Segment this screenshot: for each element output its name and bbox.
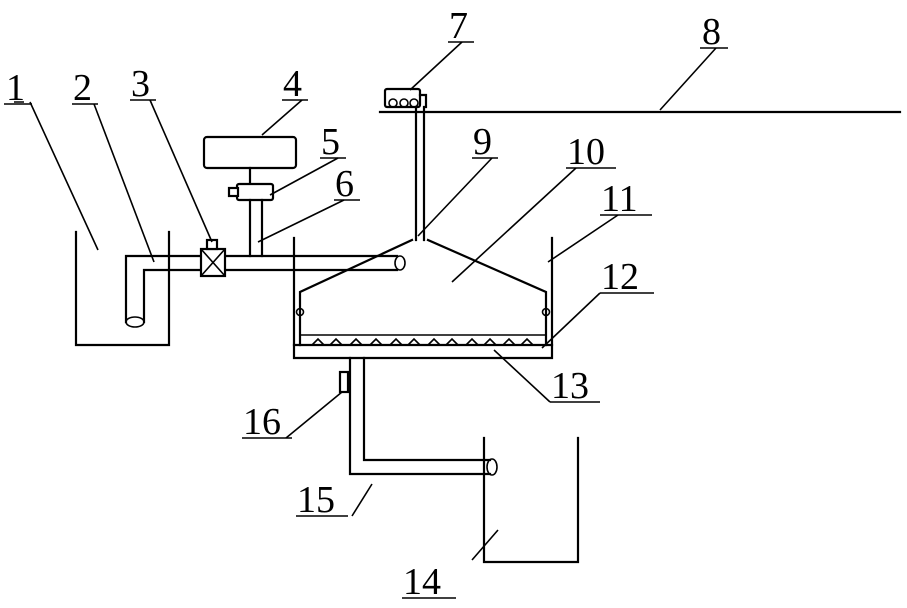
- label-underlines: [4, 41, 728, 599]
- label-16: 16: [243, 401, 281, 443]
- label-5: 5: [321, 121, 340, 163]
- inlet-valve: [199, 238, 227, 278]
- label-6: 6: [335, 163, 354, 205]
- label-8: 8: [702, 11, 721, 53]
- label-14: 14: [403, 561, 441, 603]
- label-12: 12: [601, 256, 639, 298]
- label-3: 3: [131, 63, 150, 105]
- label-2: 2: [73, 67, 92, 109]
- label-7: 7: [449, 5, 468, 47]
- inlet-pipe: [124, 254, 406, 328]
- pump-assembly: [202, 135, 298, 258]
- label-10: 10: [567, 131, 605, 173]
- label-11: 11: [601, 178, 638, 220]
- treatment-tank: [292, 236, 554, 360]
- trolley-rail: [378, 87, 902, 114]
- tank-left: [74, 230, 171, 347]
- label-4: 4: [283, 63, 302, 105]
- label-15: 15: [297, 479, 335, 521]
- label-1: 1: [6, 67, 25, 109]
- outlet-pipe: [338, 356, 498, 476]
- hood: [295, 105, 551, 347]
- labels: 1 2 3 4 5 6 7 8 9 10 11 12 13 14 15 16: [6, 5, 721, 603]
- label-9: 9: [473, 121, 492, 163]
- leader-lines: [14, 41, 717, 561]
- tank-bottom: [482, 436, 580, 564]
- label-13: 13: [551, 365, 589, 407]
- aerator-plate: [311, 337, 534, 346]
